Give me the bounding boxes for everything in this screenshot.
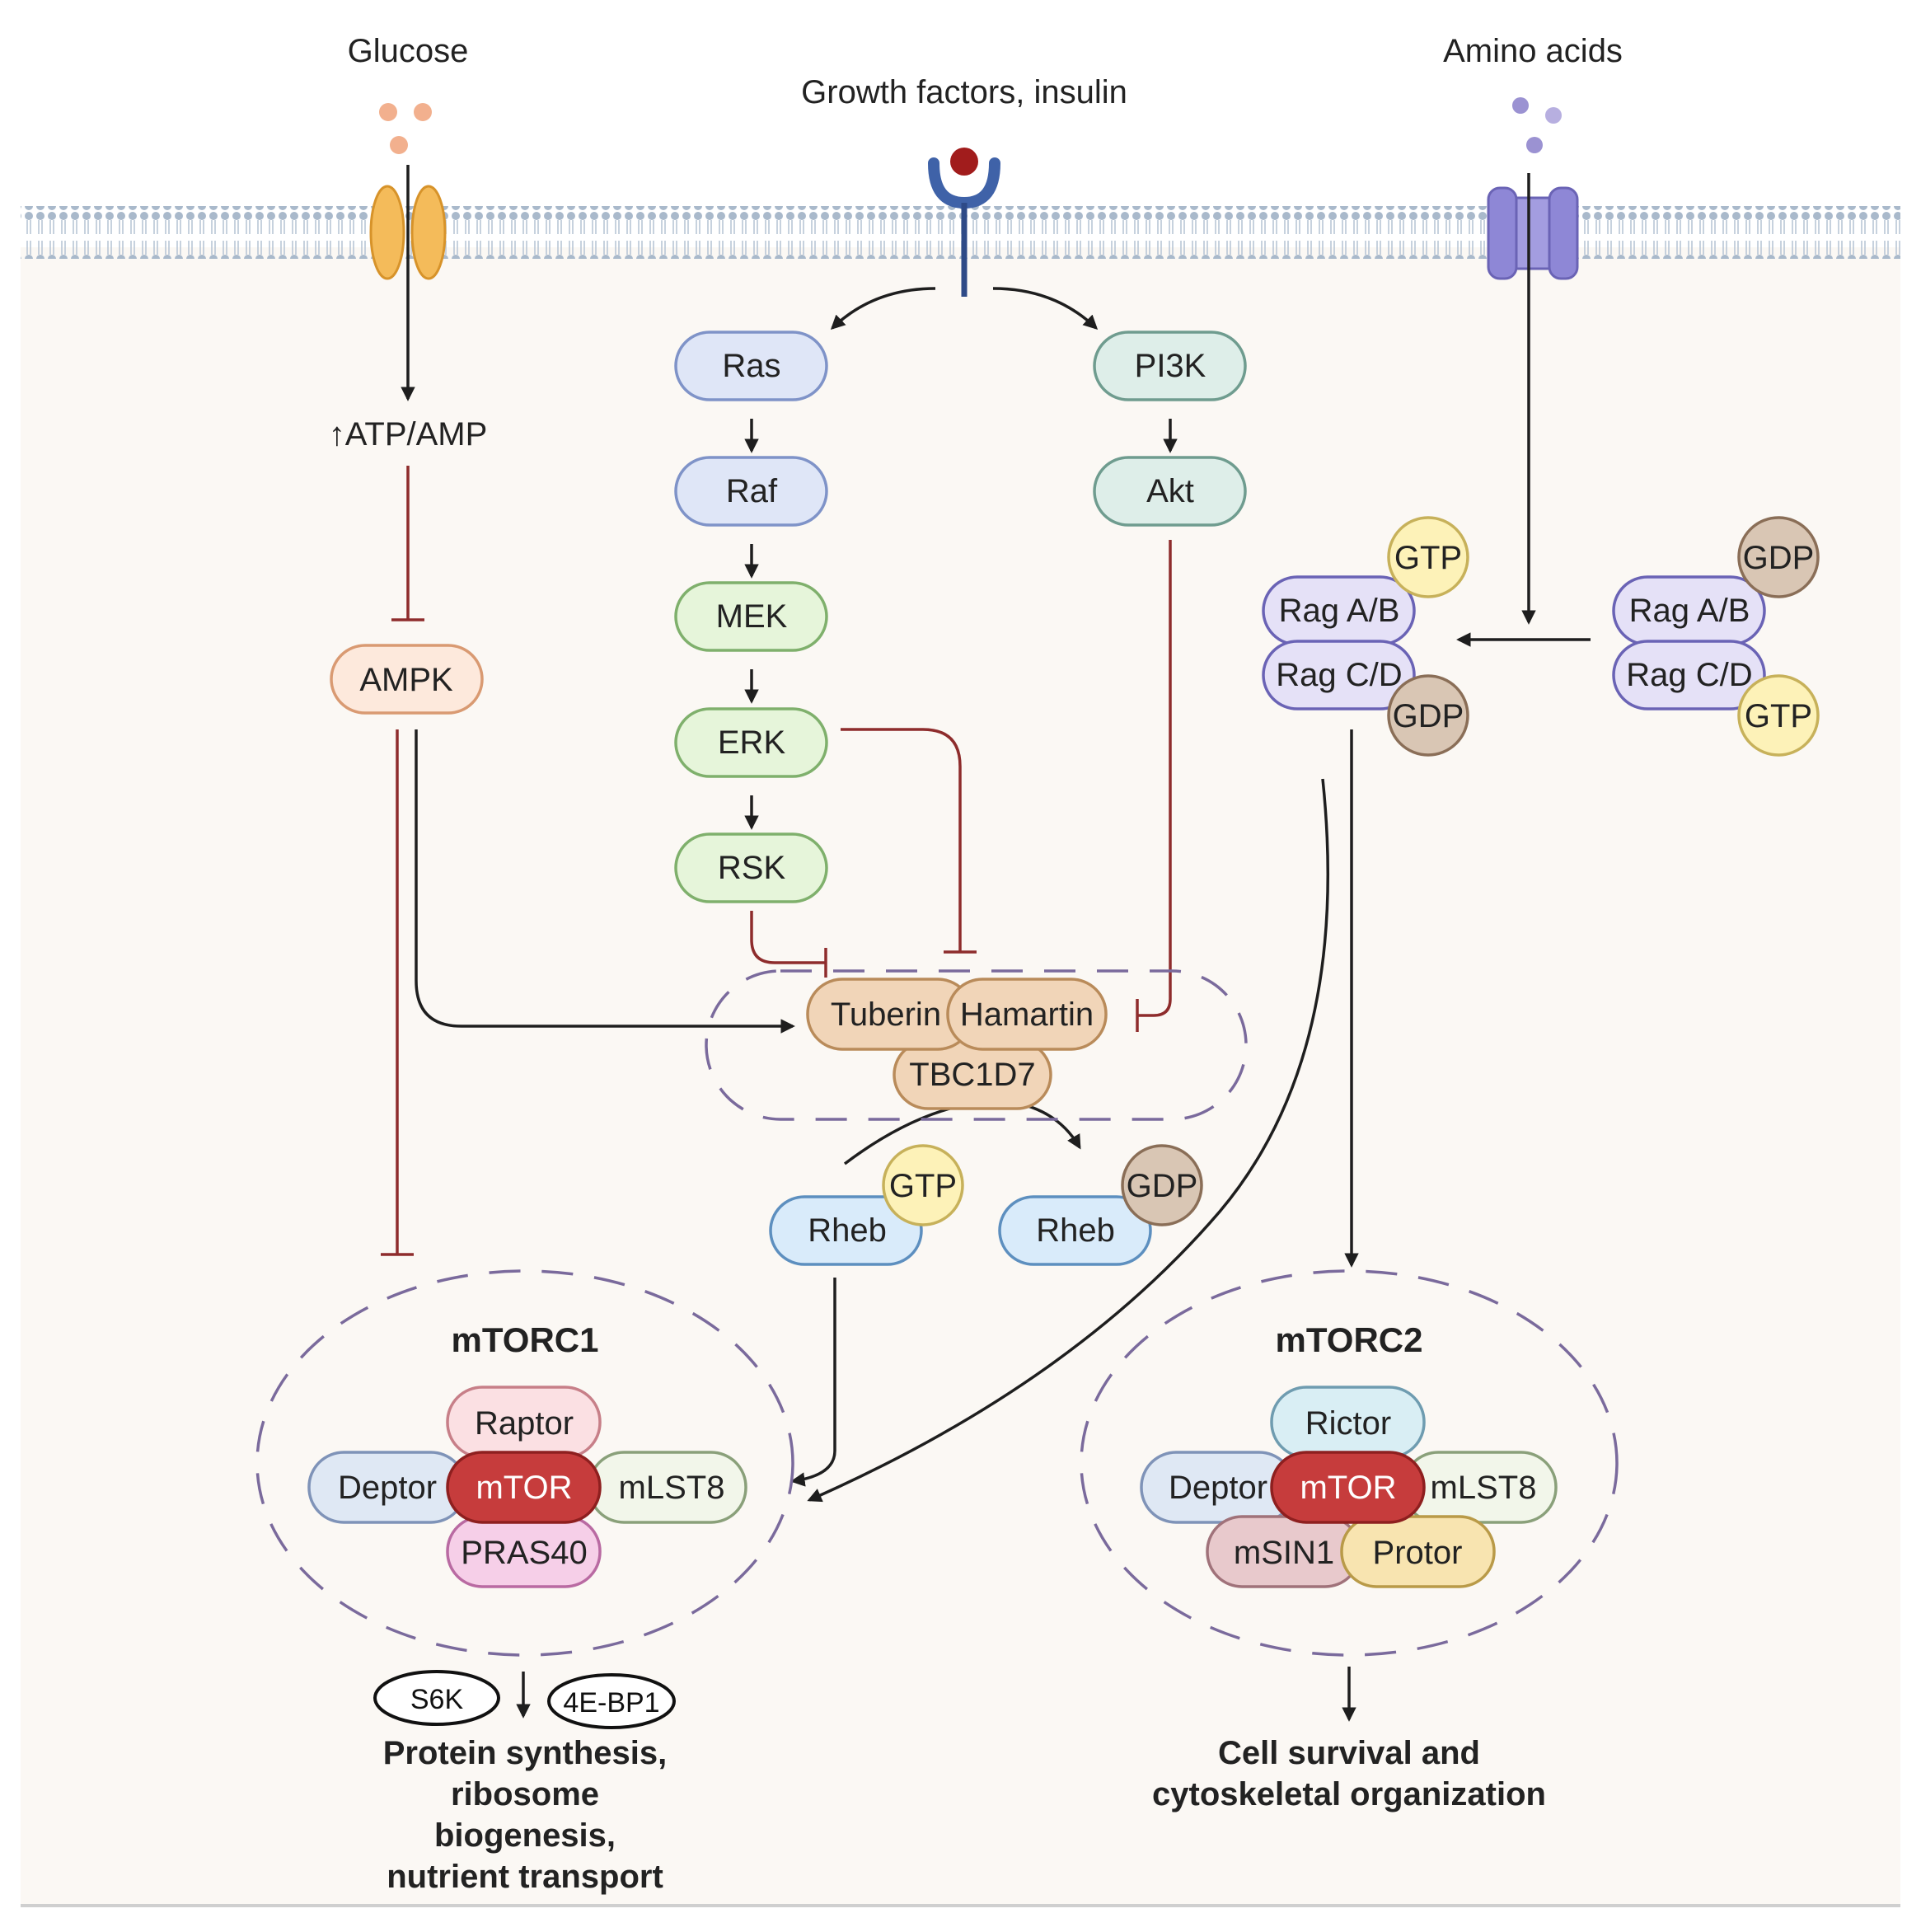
tbc1d7-label: TBC1D7 <box>909 1057 1035 1093</box>
svg-text:Rag C/D: Rag C/D <box>1276 657 1402 693</box>
svg-text:GDP: GDP <box>1127 1168 1198 1204</box>
mtorc1-output-line4: nutrient transport <box>387 1859 663 1895</box>
glucose-label: Glucose <box>348 33 469 69</box>
mlst8-2-label: mLST8 <box>1431 1470 1537 1506</box>
tuberin-label: Tuberin <box>831 996 941 1033</box>
mtor1-label: mTOR <box>476 1470 572 1506</box>
protor-label: Protor <box>1373 1535 1463 1571</box>
svg-text:GDP: GDP <box>1393 698 1464 734</box>
atp-amp-label: ↑ATP/AMP <box>329 416 488 453</box>
glucose-molecules-icon <box>379 103 432 154</box>
mtorc2-output-line2: cytoskeletal organization <box>1152 1776 1546 1812</box>
4ebp1-node: 4E-BP1 <box>547 1673 676 1729</box>
pi3k-node: PI3K <box>1093 331 1247 401</box>
svg-text:Raf: Raf <box>726 473 778 509</box>
raptor-label: Raptor <box>475 1405 574 1442</box>
svg-text:PI3K: PI3K <box>1135 348 1206 384</box>
rag-active-complex: Rag A/B Rag C/D GTP GDP <box>1262 516 1469 757</box>
svg-text:ERK: ERK <box>718 724 786 761</box>
svg-text:GTP: GTP <box>1745 698 1812 734</box>
insulin-receptor-icon <box>928 148 1000 297</box>
tsc-complex-outline <box>705 969 1248 1121</box>
mtorc1-output-line3: biogenesis, <box>434 1817 616 1854</box>
raf-node: Raf <box>674 456 828 527</box>
amino-acid-transporter-icon <box>1487 186 1579 280</box>
mtorc1-complex: Raptor PRAS40 Deptor mLST8 mTOR <box>307 1386 747 1588</box>
svg-text:S6K: S6K <box>410 1684 464 1715</box>
svg-text:AMPK: AMPK <box>359 662 453 698</box>
svg-text:Rag A/B: Rag A/B <box>1629 593 1750 629</box>
svg-text:GDP: GDP <box>1743 540 1815 576</box>
rheb-gdp-node: Rheb GDP <box>998 1144 1203 1266</box>
rictor-label: Rictor <box>1305 1405 1391 1442</box>
svg-text:Ras: Ras <box>722 348 780 384</box>
svg-text:Akt: Akt <box>1146 473 1194 509</box>
mtorc1-output-line2: ribosome <box>451 1776 599 1812</box>
mek-node: MEK <box>674 581 828 652</box>
erk-node: ERK <box>674 707 828 778</box>
hamartin-label: Hamartin <box>960 996 1094 1033</box>
rsk-node: RSK <box>674 832 828 903</box>
tsc-complex: TBC1D7 Tuberin Hamartin <box>806 978 1108 1110</box>
amino-acids-label: Amino acids <box>1443 33 1623 69</box>
pras40-label: PRAS40 <box>461 1535 587 1571</box>
svg-text:GTP: GTP <box>1394 540 1462 576</box>
mtorc2-title: mTORC2 <box>1276 1320 1423 1359</box>
rheb-gtp-node: Rheb GTP <box>769 1144 964 1266</box>
mtorc1-outline <box>255 1269 794 1657</box>
deptor2-label: Deptor <box>1169 1470 1267 1506</box>
deptor-label: Deptor <box>338 1470 437 1506</box>
svg-text:Rag C/D: Rag C/D <box>1626 657 1752 693</box>
svg-text:Rheb: Rheb <box>1036 1212 1115 1249</box>
mtorc1-title: mTORC1 <box>452 1320 599 1359</box>
mtorc2-outline <box>1080 1269 1619 1657</box>
svg-text:MEK: MEK <box>716 598 788 635</box>
amino-acid-molecules-icon <box>1512 97 1562 153</box>
mtor2-label: mTOR <box>1300 1470 1396 1506</box>
svg-text:4E-BP1: 4E-BP1 <box>563 1687 659 1719</box>
rag-inactive-complex: Rag A/B Rag C/D GDP GTP <box>1612 516 1820 757</box>
mtorc1-output-line1: Protein synthesis, <box>383 1735 668 1771</box>
svg-text:GTP: GTP <box>889 1168 957 1204</box>
mtorc2-complex: Rictor Deptor mLST8 mSIN1 Protor mTOR <box>1140 1386 1558 1588</box>
akt-node: Akt <box>1093 456 1247 527</box>
glucose-transporter-icon <box>369 185 447 280</box>
svg-text:Rag A/B: Rag A/B <box>1279 593 1400 629</box>
ampk-node: AMPK <box>330 644 484 715</box>
s6k-node: S6K <box>373 1670 500 1726</box>
growth-factors-label: Growth factors, insulin <box>801 74 1127 110</box>
svg-text:RSK: RSK <box>718 850 786 886</box>
plasma-membrane <box>21 206 1900 259</box>
msin1-label: mSIN1 <box>1234 1535 1334 1571</box>
ras-node: Ras <box>674 331 828 401</box>
svg-text:Rheb: Rheb <box>808 1212 887 1249</box>
mtorc2-output-line1: Cell survival and <box>1218 1735 1480 1771</box>
mlst8-label: mLST8 <box>619 1470 725 1506</box>
